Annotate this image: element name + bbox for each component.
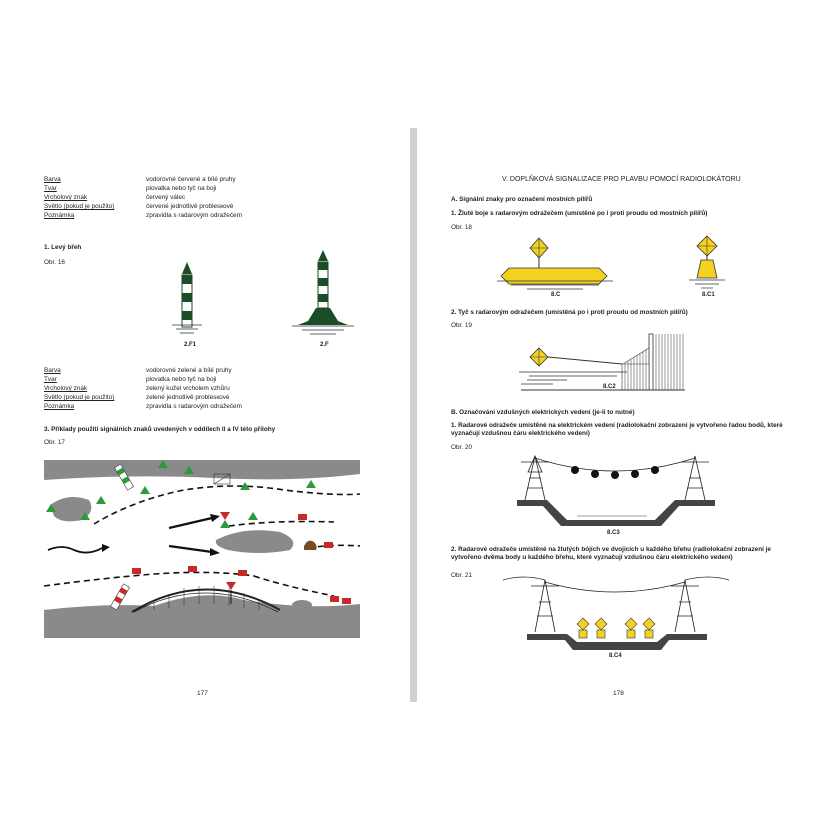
prop-label: Barva xyxy=(44,367,61,374)
yellow-reflector-buoys xyxy=(576,617,656,639)
prop-value: červené jednotlivě problesкové xyxy=(146,203,234,210)
radar-reflector-dots xyxy=(571,466,659,479)
prop-label: Světlo (pokud je použito) xyxy=(44,394,115,401)
prop-label: Tvar xyxy=(44,185,57,192)
page-number-left: 177 xyxy=(197,690,208,697)
figure-label: Obr. 20 xyxy=(451,444,472,451)
prop-label: Tvar xyxy=(44,376,57,383)
caption-8C4: 8.C4 xyxy=(609,653,622,659)
section-heading: 1. Levý břeh xyxy=(44,244,82,251)
prop-label: Poznámka xyxy=(44,403,75,410)
prop-value: vodorovné zelené a bílé pruhy xyxy=(146,367,232,374)
red-can-marks xyxy=(132,514,351,604)
figure-label: Obr. 21 xyxy=(451,572,472,579)
prop-value: zelený kužel vrcholem vzhůru xyxy=(146,385,230,392)
caption-2F: 2.F xyxy=(320,342,329,348)
figure-17-river-map xyxy=(43,460,361,638)
yellow-barge-buoy xyxy=(497,237,613,290)
section-title: V. DOPLŇKOVÁ SIGNALIZACE PRO PLAVBU POMO… xyxy=(502,176,741,183)
prop-value: vodorovné červené a bílé pruhy xyxy=(146,176,236,183)
figure-label: Obr. 16 xyxy=(44,259,65,266)
caption-8C2: 8.C2 xyxy=(603,384,616,390)
caption-2F1: 2.F1 xyxy=(184,342,197,348)
item-heading: 2. Radarové odražeče umístěné na žlutých… xyxy=(451,546,771,561)
prop-value: plovatka nebo tyč na boji xyxy=(146,376,217,383)
section-heading: B. Označování vzdušných elektrických ved… xyxy=(451,409,635,416)
right-page: V. DOPLŇKOVÁ SIGNALIZACE PRO PLAVBU POMO… xyxy=(417,128,802,700)
figure-label: Obr. 17 xyxy=(44,439,65,446)
caption-8C1: 8.C1 xyxy=(702,292,715,298)
prop-label: Poznámka xyxy=(44,212,75,219)
page-divider xyxy=(410,128,417,702)
prop-label: Světlo (pokud je použito) xyxy=(44,203,115,210)
item-heading: 2. Tyč s radarovým odražečem (umístěná p… xyxy=(451,309,688,316)
figure-21-power-line-buoys xyxy=(502,576,730,650)
prop-value: plovatka nebo tyč na boji xyxy=(146,185,217,192)
figure-18-yellow-buoys xyxy=(497,235,725,290)
green-spar-buoy xyxy=(172,262,202,334)
figure-19-pole-reflector xyxy=(519,333,685,391)
figure-label: Obr. 19 xyxy=(451,322,472,329)
figure-label: Obr. 18 xyxy=(451,224,472,231)
prop-value: zpravidla s radarovým odražečem xyxy=(146,212,242,219)
item-heading: 1. Žluté boje s radarovým odražečem (umí… xyxy=(451,210,708,217)
island xyxy=(50,496,92,522)
caption-8C: 8.C xyxy=(551,292,561,298)
page-number-right: 178 xyxy=(613,690,624,697)
prop-value: zelené jednotlivě problesкové xyxy=(146,394,230,401)
caption-8C3: 8.C3 xyxy=(607,530,620,536)
figure-20-power-line xyxy=(517,455,715,526)
section-heading: 3. Příklady použití signálních znaků uve… xyxy=(44,426,276,433)
flow-arrows xyxy=(47,514,220,556)
green-cone-marks xyxy=(46,460,316,520)
prop-value: červený válec xyxy=(146,194,186,201)
section-heading: A. Signální znaky pro označení mostních … xyxy=(451,196,593,203)
prop-label: Vrcholový znak xyxy=(44,385,88,392)
prop-label: Barva xyxy=(44,176,61,183)
left-page: Barva vodorovné červené a bílé pruhy Tvar… xyxy=(30,128,410,700)
item-heading: 1. Radarové odražeče umístěné na elektri… xyxy=(451,422,783,437)
yellow-pillar-buoy xyxy=(689,235,725,289)
island xyxy=(215,530,294,553)
figure-16-buoys xyxy=(172,250,354,335)
prop-value: zpravidla s radarovým odražečem xyxy=(146,403,242,410)
prop-label: Vrcholový znak xyxy=(44,194,88,201)
green-pillar-buoy xyxy=(292,250,354,335)
